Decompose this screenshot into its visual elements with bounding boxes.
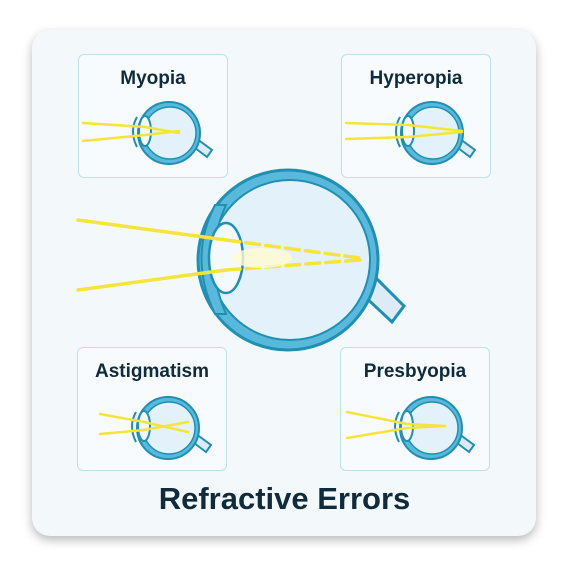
hyperopia-eye-icon bbox=[344, 101, 477, 165]
light-rays bbox=[76, 218, 362, 292]
presbyopia-panel: Presbyopia bbox=[340, 347, 490, 471]
presbyopia-label: Presbyopia bbox=[363, 361, 467, 382]
hyperopia-panel: Hyperopia bbox=[341, 54, 491, 178]
astigmatism-panel: Astigmatism bbox=[77, 347, 227, 471]
myopia-label: Myopia bbox=[120, 68, 186, 89]
hyperopia-label: Hyperopia bbox=[369, 68, 463, 89]
astigmatism-label: Astigmatism bbox=[94, 361, 210, 382]
myopia-panel: Myopia bbox=[78, 54, 228, 178]
astigmatism-eye-icon bbox=[98, 396, 213, 460]
diagram-title: Refractive Errors bbox=[158, 481, 411, 516]
myopia-eye-icon bbox=[81, 101, 214, 165]
presbyopia-eye-icon bbox=[345, 396, 476, 460]
light-glow bbox=[232, 248, 292, 268]
